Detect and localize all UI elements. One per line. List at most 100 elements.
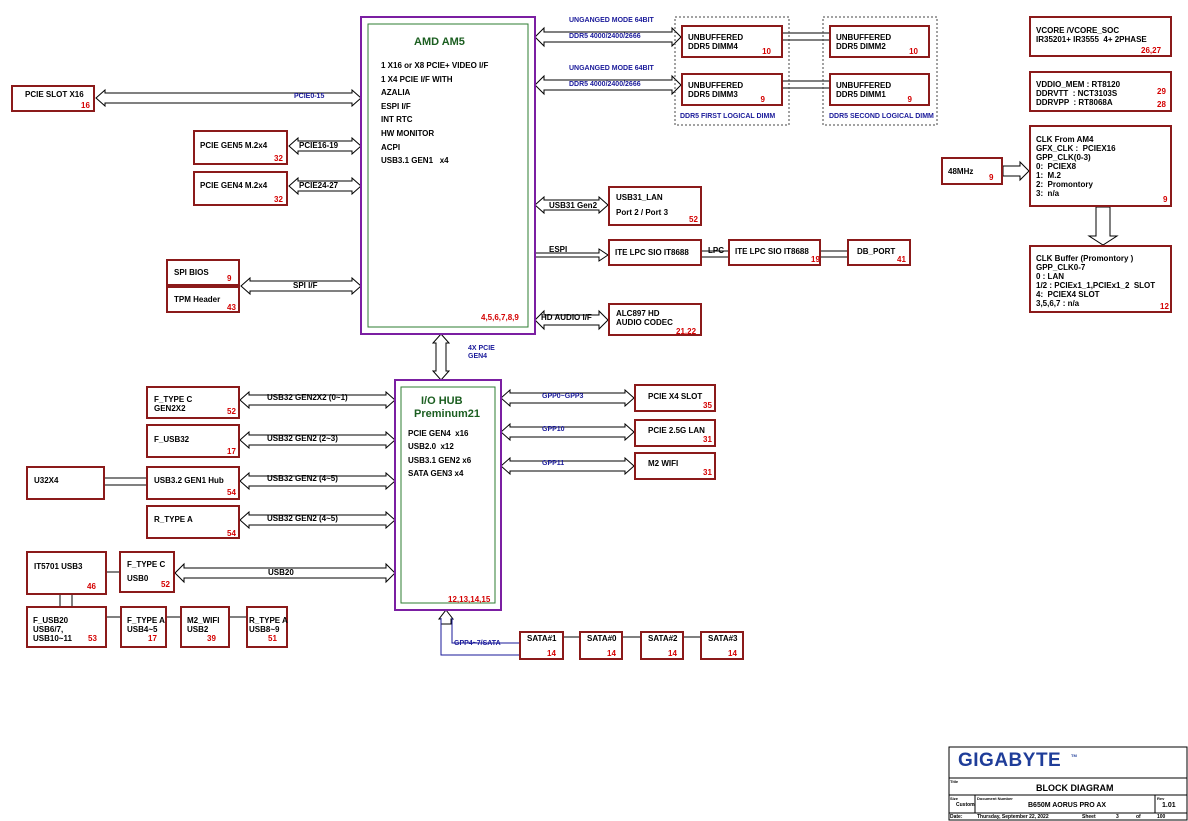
ddr-speed-label-bottom: DDR5 4000/2400/2666 [569,81,641,88]
f-type-a-label: F_TYPE A USB4~5 [127,616,165,634]
usb32-hub-label: USB3.2 GEN1 Hub [154,476,224,485]
ddr-speed-label-top: DDR5 4000/2400/2666 [569,33,641,40]
pcie-lan-box[interactable]: PCIE 2.5G LAN 31 [634,419,716,447]
iohub-features: PCIE GEN4 x16 USB2.0 x12 USB3.1 GEN2 x6 … [408,429,472,478]
r-type-a-label: R_TYPE A [154,515,193,524]
dimm1-box[interactable]: UNBUFFERED DDR5 DIMM1 9 [829,73,930,106]
m2-wifi-label: M2 WIFI [648,459,679,468]
sata-port-2-page: 14 [668,649,677,658]
first-logical-dimm-label: DDR5 FIRST LOGICAL DIMM [680,113,776,120]
u32x4-label: U32X4 [34,476,59,485]
usb32-gen2-45-bus-label-1: USB32 GEN2 (4~5) [267,474,338,483]
f-type-c-gen2x2-box[interactable]: F_TYPE C GEN2X2 52 [146,386,240,419]
vcore-page: 26,27 [1141,46,1162,55]
pcie-lan-label: PCIE 2.5G LAN [648,426,705,435]
cpu-title: AMD AM5 [414,36,465,48]
rev-value: 1.01 [1162,802,1176,809]
cpu-page-refs: 4,5,6,7,8,9 [481,313,519,322]
m2-gen4-bus-label: PCIE24-27 [299,181,339,190]
r-type-a-page: 54 [227,529,236,538]
dimm4-page: 10 [762,47,771,56]
r-type-a-usb-box[interactable]: R_TYPE A USB8~9 51 [246,606,288,648]
ite-sio-box-2[interactable]: ITE LPC SIO IT8688 19 [728,239,821,266]
clk-buffer-arrow [1087,206,1119,246]
f-type-c-usb0-box[interactable]: F_TYPE C USB0 52 [119,551,175,593]
m2-wifi-usb-box[interactable]: M2_WIFI USB2 39 [180,606,230,648]
sata-port-2-box[interactable]: SATA#2 14 [640,631,684,660]
dimm2-box[interactable]: UNBUFFERED DDR5 DIMM2 10 [829,25,930,58]
m2-gen4-box[interactable]: PCIE GEN4 M.2x4 32 [193,171,288,206]
it5701-label: IT5701 USB3 [34,562,83,571]
gpp11-bus-label: GPP11 [542,460,565,467]
f-usb20-label: F_USB20 USB6/7, USB10~11 [33,616,72,643]
dimm4-box[interactable]: UNBUFFERED DDR5 DIMM4 10 [681,25,783,58]
clk-buffer-box[interactable]: CLK Buffer (Promontory ) GPP_CLK0-7 0 : … [1029,245,1172,313]
usb31-lan-label: USB31_LAN Port 2 / Port 3 [616,193,669,217]
alc897-label: ALC897 HD AUDIO CODEC [616,309,673,327]
clk-buffer-label: CLK Buffer (Promontory ) GPP_CLK0-7 0 : … [1036,254,1156,308]
sata-port-3-box[interactable]: SATA#3 14 [700,631,744,660]
sata-port-1-label: SATA#1 [527,634,557,643]
m2-wifi-box[interactable]: M2 WIFI 31 [634,452,716,480]
m2-gen5-box[interactable]: PCIE GEN5 M.2x4 32 [193,130,288,165]
sata-bus-label: GPP4~7/SATA [454,640,501,647]
clk-48mhz-arrow [1002,160,1030,182]
alc897-page: 21,22 [676,327,697,336]
lpc-bus-label: LPC [708,246,724,255]
f-usb20-box[interactable]: F_USB20 USB6/7, USB10~11 53 [26,606,107,648]
vddio-page-1: 29 [1157,87,1166,96]
dimm2-label: UNBUFFERED DDR5 DIMM2 [836,33,892,51]
vddio-box[interactable]: VDDIO_MEM : RT8120 DDRVTT : NCT3103S DDR… [1029,71,1172,112]
m2-gen5-label: PCIE GEN5 M.2x4 [200,141,268,150]
usb32-gen2-23-bus-label: USB32 GEN2 (2~3) [267,434,338,443]
sata-port-2-label: SATA#2 [648,634,678,643]
pcie-x4-slot-box[interactable]: PCIE X4 SLOT 35 [634,384,716,412]
f-type-a-box[interactable]: F_TYPE A USB4~5 17 [120,606,167,648]
dimm3-box[interactable]: UNBUFFERED DDR5 DIMM3 9 [681,73,783,106]
osc-48mhz-box[interactable]: 48MHz 9 [941,157,1003,185]
gigabyte-logo: GIGABYTE [958,750,1062,771]
vcore-box[interactable]: VCORE /VCORE_SOC IR35201+ IR3555 4+ 2PHA… [1029,16,1172,57]
f-usb32-box[interactable]: F_USB32 17 [146,424,240,458]
usb32-hub-box[interactable]: USB3.2 GEN1 Hub 54 [146,466,240,500]
pcie-slot-x16-label: PCIE SLOT X16 [25,90,84,99]
db-port-box[interactable]: DB_PORT 41 [847,239,911,266]
sata-port-3-label: SATA#3 [708,634,738,643]
usb31-lan-box[interactable]: USB31_LAN Port 2 / Port 3 52 [608,186,702,226]
dimm1-page: 9 [907,95,912,104]
size-field-label: Size [950,796,959,801]
r-type-a-usb-page: 51 [268,634,277,643]
it5701-box[interactable]: IT5701 USB3 46 [26,551,107,595]
sata-port-0-label: SATA#0 [587,634,617,643]
f-usb32-page: 17 [227,447,236,456]
cpu-chip-inner [367,23,529,328]
u32x4-box[interactable]: U32X4 [26,466,105,500]
r-type-a-box[interactable]: R_TYPE A 54 [146,505,240,539]
tpm-header-box[interactable]: TPM Header 43 [166,286,240,313]
clk-from-am4-box[interactable]: CLK From AM4 GFX_CLK : PCIEX16 GPP_CLK(0… [1029,125,1172,207]
espi-arrow [534,248,609,262]
clk-from-am4-page: 9 [1163,195,1168,204]
f-usb20-page: 53 [88,634,97,643]
r-type-a-usb-label: R_TYPE A USB8~9 [249,616,288,634]
dimm3-page: 9 [760,95,765,104]
spi-bios-page: 9 [227,274,232,283]
alc897-box[interactable]: ALC897 HD AUDIO CODEC 21,22 [608,303,702,336]
title-field-value: BLOCK DIAGRAM [1036,783,1114,793]
title-field-label: Title [950,779,959,784]
size-field-value: Custom [956,802,975,808]
vddio-page-2: 28 [1157,100,1166,109]
pcie-slot-x16-box[interactable]: PCIE SLOT X16 16 [11,85,95,112]
iohub-chip-inner [400,386,496,604]
spi-bios-box[interactable]: SPI BIOS 9 [166,259,240,286]
sheet-label: Sheet [1082,814,1096,820]
date-label: Date: [950,814,963,820]
hd-audio-bus-label: HD AUDIO I/F [541,313,592,322]
sata-port-3-page: 14 [728,649,737,658]
ite-sio-box-1[interactable]: ITE LPC SIO IT8688 [608,239,702,266]
usb31-gen2-bus-label: USB31 Gen2 [549,201,598,210]
sata-port-0-box[interactable]: SATA#0 14 [579,631,623,660]
sata-port-1-box[interactable]: SATA#1 14 [519,631,564,660]
